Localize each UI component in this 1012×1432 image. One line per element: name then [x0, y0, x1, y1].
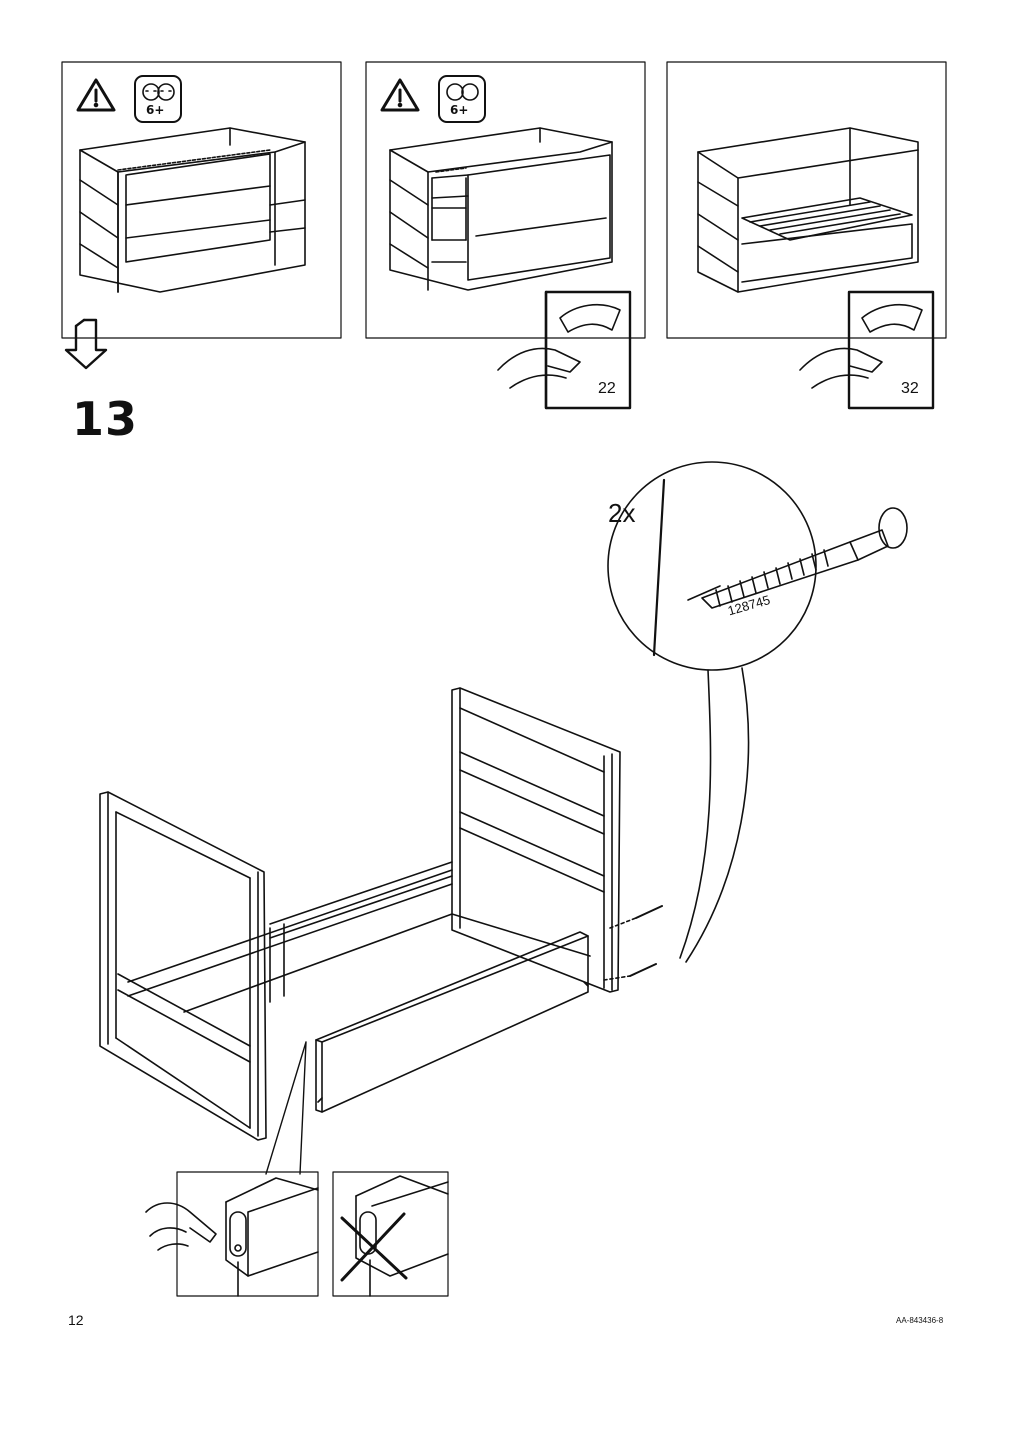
overview-panel-2 [365, 61, 646, 410]
turn-page-icon [497, 290, 632, 410]
bed-bunk-drawing [389, 127, 613, 291]
hardware-quantity: 2x [608, 498, 636, 528]
screw-callout [607, 461, 908, 963]
incorrect-detail-box [332, 1171, 449, 1297]
child-age-icon [438, 75, 486, 123]
page-reference: 22 [598, 380, 616, 397]
screw-icon [687, 507, 908, 609]
hand-icon [145, 1202, 217, 1251]
warning-icon [380, 78, 420, 112]
step-number: 13 [72, 392, 139, 446]
overview-panel-1 [61, 61, 342, 370]
direction-arrow-icon [64, 318, 108, 370]
turn-page-icon [799, 290, 935, 410]
child-age-icon [134, 75, 182, 123]
document-code: AA-843436-8 [896, 1316, 944, 1325]
page-reference: 32 [901, 380, 919, 397]
bed-loft-drawing [79, 127, 306, 293]
age-label: 6+ [146, 103, 165, 117]
overview-panel-3 [666, 61, 947, 410]
screw-icon [629, 905, 663, 977]
bed-frame-assembly [99, 687, 663, 1141]
bed-low-drawing [697, 127, 919, 293]
correct-detail-box [145, 1171, 319, 1297]
page-number: 12 [68, 1312, 84, 1328]
warning-icon [76, 78, 116, 112]
age-label: 6+ [450, 103, 469, 117]
cross-icon [340, 1212, 408, 1282]
